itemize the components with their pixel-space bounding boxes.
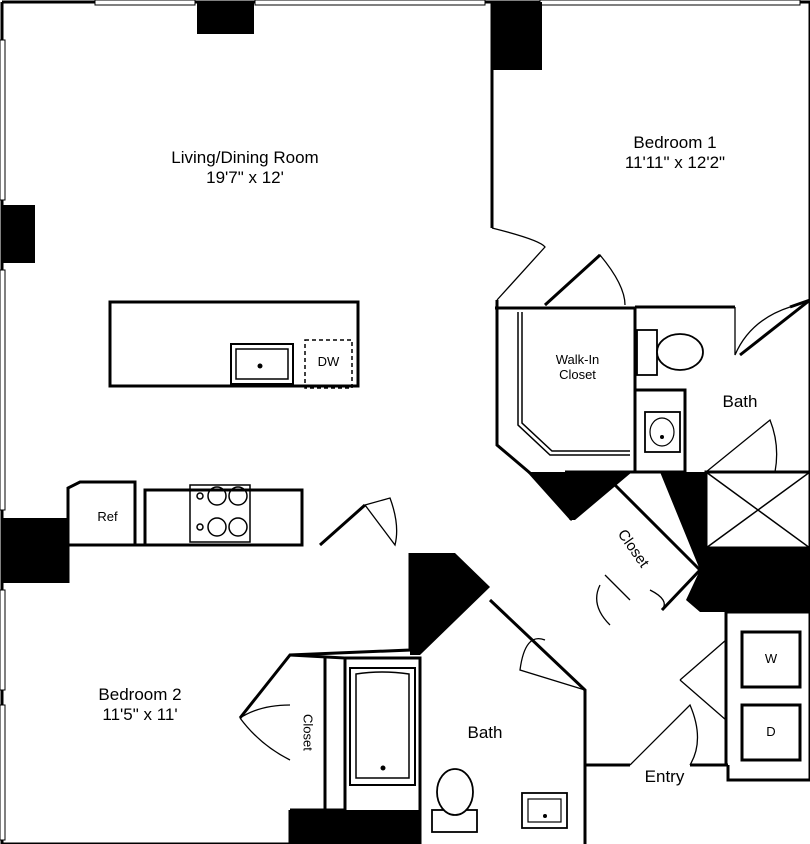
washer-text: W [764,651,778,666]
walkin-shelf [517,312,630,456]
room-label-closet2: Closet [300,697,315,767]
refrigerator-label: Ref [80,509,135,525]
dryer-label: D [742,724,800,740]
toilet2-bowl [436,768,474,816]
walkin-line1: Walk-In [555,352,600,367]
kitchen-island [108,300,360,388]
bedroom1-size: 11'11" x 12'2" [624,152,726,172]
bath1-name: Bath [722,392,758,411]
room-label-bedroom2: Bedroom 2 11'5" x 11' [65,685,215,724]
living-size: 19'7" x 12' [206,167,284,187]
closet2-name: Closet [300,714,316,751]
room-label-bath1: Bath [710,392,770,412]
washer-box [740,630,802,689]
bath2-name: Bath [467,723,503,742]
bedroom1-name: Bedroom 1 [633,133,717,152]
toilet1-bowl [656,333,704,371]
living-name: Living/Dining Room [171,148,319,167]
bath-fixtures [431,329,704,833]
dishwasher-label: DW [305,354,352,370]
toilet1-tank [636,329,658,376]
wall-bedroom1-bottom [543,253,810,309]
stove-burners [196,486,248,537]
stove-top [189,484,251,543]
room-label-bedroom1: Bedroom 1 11'11" x 12'2" [590,133,760,172]
bedroom2-name: Bedroom 2 [98,685,182,704]
room-label-entry: Entry [632,767,697,787]
dryer-box [740,703,802,762]
dishwasher-box [304,339,353,389]
tub [349,667,416,786]
room-label-living: Living/Dining Room 19'7" x 12' [140,148,350,187]
bedroom2-size: 11'5" x 11' [102,704,178,724]
drain-dots [257,363,664,818]
refrigerator-text: Ref [97,509,118,524]
door-swings [239,227,791,766]
wall-closet2 [289,653,347,812]
walkin-line2: Closet [559,366,596,382]
kitchen-counter [66,480,304,547]
entry-name: Entry [644,767,685,786]
dishwasher-text: DW [317,354,340,369]
dryer-text: D [766,724,776,739]
walkin-closet-wall [495,306,637,474]
island-sink-inner [235,348,289,380]
sink2-basin [527,798,562,823]
room-label-walkin: Walk-In Closet [535,352,620,383]
sink1-basin [649,417,675,447]
wall-bedroom1-bath-diag [739,298,810,357]
island-sink [230,343,294,385]
shower-cross [705,471,810,549]
washer-label: W [742,651,800,667]
room-label-bath2: Bath [455,723,515,743]
tub-inner [355,671,410,779]
